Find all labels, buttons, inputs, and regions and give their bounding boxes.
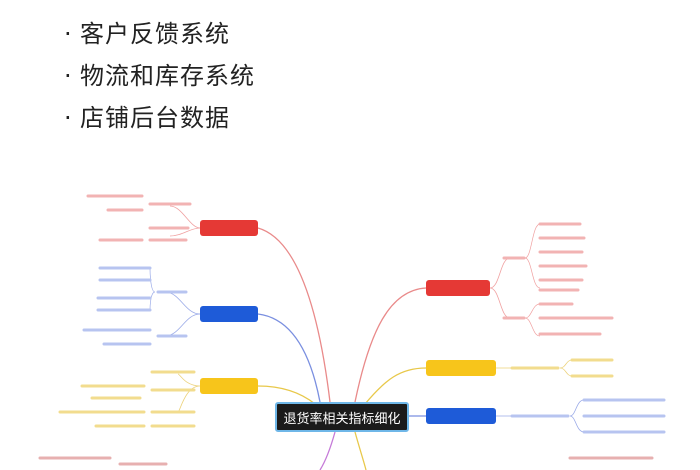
mindmap-center-node: 退货率相关指标细化 [275, 402, 409, 432]
branch-left-blue [200, 306, 258, 322]
bullet-item: ·客户反馈系统 [64, 14, 230, 49]
branch-right-blue [426, 408, 496, 424]
bullet-marker: · [64, 104, 73, 132]
branch-right-red [426, 280, 490, 296]
connector-bottom-purple [319, 431, 336, 470]
bullet-marker: · [64, 20, 73, 48]
bullet-text: 店铺后台数据 [80, 104, 230, 132]
bullet-text: 客户反馈系统 [80, 20, 230, 48]
connector-left-blue [257, 313, 321, 403]
bullet-marker: · [64, 62, 73, 90]
connector-left-red [257, 227, 331, 403]
bullet-item: ·物流和库存系统 [64, 56, 255, 91]
connector-bottom-yellow [354, 431, 367, 470]
branch-left-yellow [200, 378, 258, 394]
connector-left-yellow [257, 385, 316, 405]
bullet-item: ·店铺后台数据 [64, 98, 230, 133]
branch-left-red [200, 220, 258, 236]
connector-right-red [354, 287, 427, 403]
bullet-text: 物流和库存系统 [80, 62, 255, 90]
branch-right-yellow [426, 360, 496, 376]
connector-right-yellow [364, 367, 427, 405]
